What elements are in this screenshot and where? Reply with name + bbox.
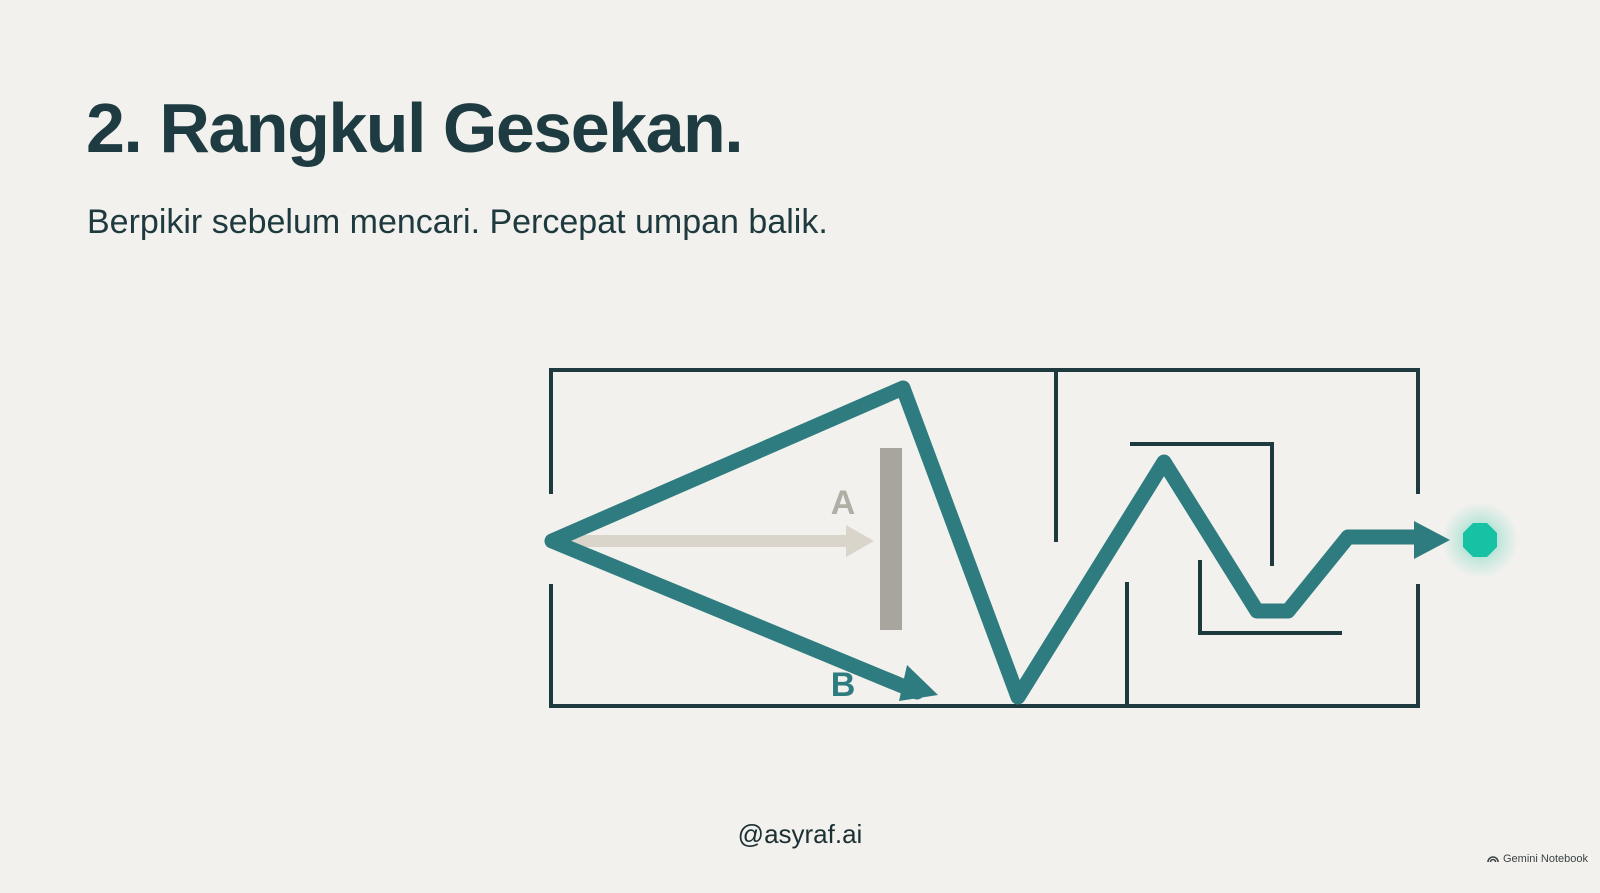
maze-wall-bracket-top <box>1130 442 1274 566</box>
arrow-a-head <box>846 525 874 557</box>
arrow-b-head <box>899 665 938 701</box>
main-path <box>544 380 1450 705</box>
blocker-wall <box>880 448 902 630</box>
slide-subtitle: Berpikir sebelum mencari. Percepat umpan… <box>87 203 828 241</box>
watermark: Gemini Notebook <box>1487 853 1588 865</box>
arrow-a <box>546 525 874 557</box>
path-end-arrowhead <box>1414 521 1450 559</box>
label-b: B <box>831 666 856 704</box>
slide-title: 2. Rangkul Gesekan. <box>86 89 744 167</box>
watermark-label: Gemini Notebook <box>1503 853 1588 865</box>
maze-wall-bracket-bottom <box>1198 560 1342 635</box>
goal-dot-icon <box>1442 502 1518 578</box>
notebook-logo-icon <box>1487 856 1499 863</box>
maze-walls <box>549 368 1420 708</box>
author-handle: @asyraf.ai <box>737 819 863 849</box>
label-a: A <box>831 484 856 522</box>
